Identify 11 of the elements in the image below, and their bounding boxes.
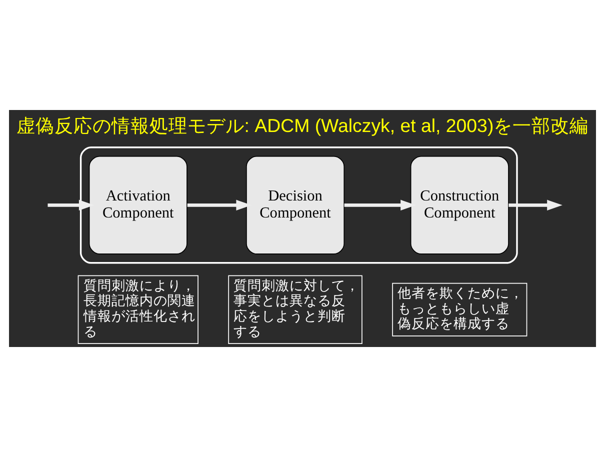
diagram-title: 虚偽反応の情報処理モデル: ADCM (Walczyk, et al, 2003)を一部改編 xyxy=(16,114,589,136)
node-box: Construction Component xyxy=(410,156,509,254)
node-box: 他者を欺くために，もっともらしい虚偽反応を構成する xyxy=(392,282,528,336)
node-box: Decision Component xyxy=(246,156,345,254)
node-box: 質問刺激により，長期記憶内の関連情報が活性化される xyxy=(78,275,198,344)
arrow xyxy=(48,200,94,211)
arrow xyxy=(508,200,562,211)
arrow xyxy=(344,200,416,211)
arrow xyxy=(187,200,252,211)
node-box: 質問刺激に対して，事実とは異なる反応をしようと判断する xyxy=(228,275,362,344)
node-box: Activation Component xyxy=(88,156,188,254)
